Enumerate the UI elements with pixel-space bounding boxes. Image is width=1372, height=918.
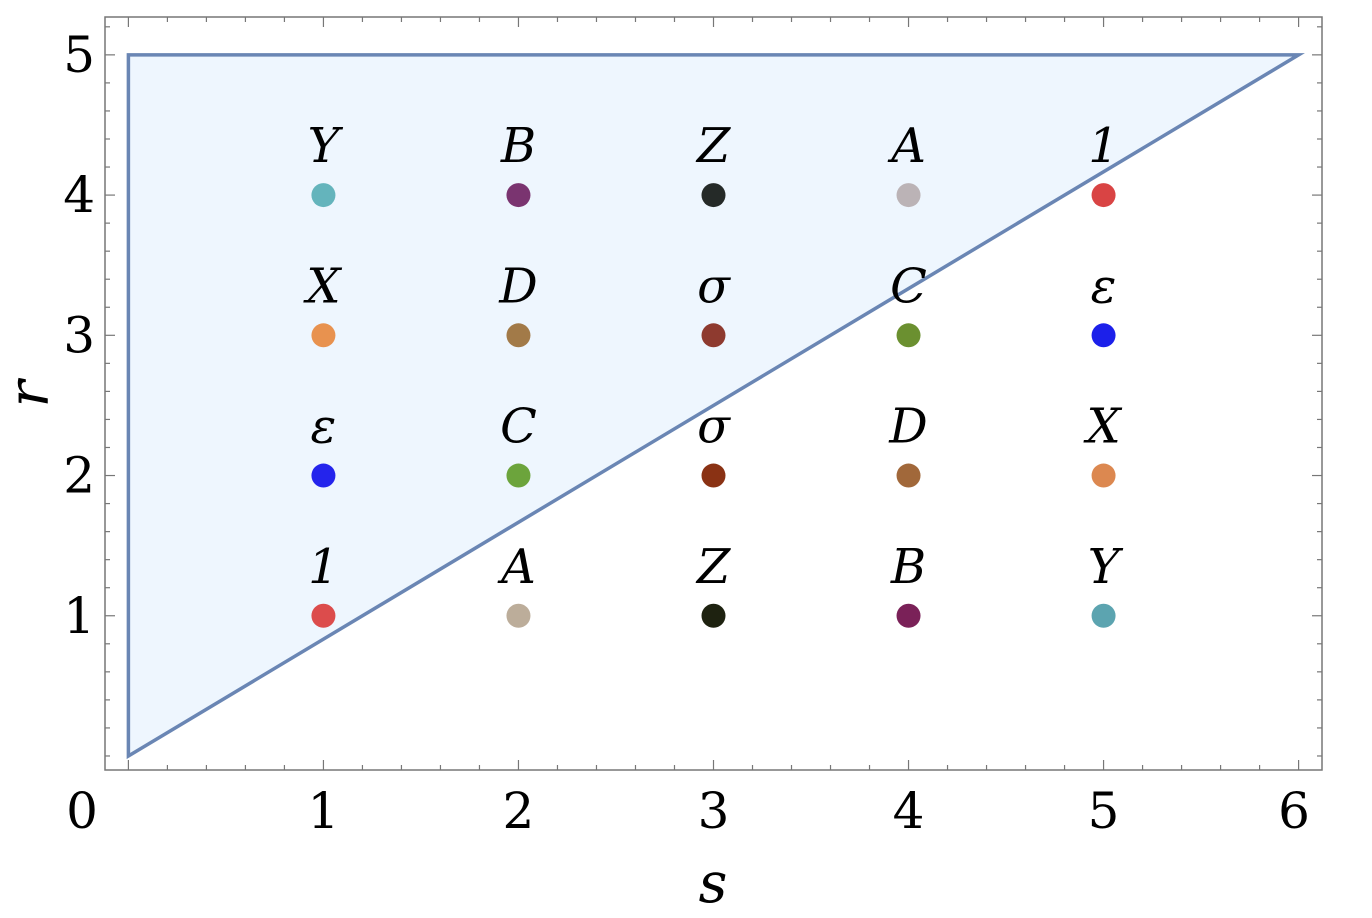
data-point (1091, 603, 1116, 628)
point-label: σ (697, 258, 731, 314)
data-point (311, 603, 336, 628)
x-tick-label: 6 (1278, 782, 1310, 840)
point-label: B (890, 539, 926, 595)
data-point (506, 183, 531, 208)
point-label: Z (695, 118, 732, 174)
tick-label-layer: 0 1 2 3 4 5 6 1 2 3 4 5 (63, 26, 1310, 840)
x-tick-label: 4 (893, 782, 925, 840)
data-point (1091, 183, 1116, 208)
point-label: 1 (308, 539, 339, 595)
x-axis-title: s (699, 851, 728, 916)
data-point (311, 463, 336, 488)
data-point (1091, 463, 1116, 488)
data-point (506, 463, 531, 488)
data-point (701, 463, 726, 488)
points-layer (311, 183, 1116, 628)
point-label: B (500, 118, 536, 174)
point-label: A (887, 118, 926, 174)
point-label: X (302, 258, 342, 314)
point-label: Y (1088, 539, 1124, 595)
y-tick-label: 3 (63, 306, 95, 364)
data-point (896, 463, 921, 488)
y-axis-title: r (0, 377, 62, 407)
data-point (311, 323, 336, 348)
data-point (701, 183, 726, 208)
point-label: σ (697, 399, 731, 455)
data-point (896, 603, 921, 628)
x-tick-label: 5 (1088, 782, 1120, 840)
point-label: D (888, 399, 927, 455)
point-label: 1 (1088, 118, 1119, 174)
data-point (701, 323, 726, 348)
y-tick-label: 4 (63, 166, 95, 224)
data-point (896, 183, 921, 208)
data-point (506, 323, 531, 348)
x-tick-label: 2 (503, 782, 535, 840)
point-label: D (498, 258, 537, 314)
data-point (506, 603, 531, 628)
data-point (1091, 323, 1116, 348)
region-layer (126, 53, 1305, 760)
point-label: X (1082, 399, 1122, 455)
data-point (311, 183, 336, 208)
x-tick-label: 3 (698, 782, 730, 840)
x-tick-label: 0 (66, 782, 98, 840)
x-tick-label: 1 (308, 782, 340, 840)
point-label: ε (311, 399, 337, 455)
tick-layer (105, 17, 1322, 770)
point-label: Z (695, 539, 732, 595)
point-label: Y (308, 118, 344, 174)
point-label: A (497, 539, 536, 595)
data-point (896, 323, 921, 348)
y-tick-label: 1 (63, 587, 95, 645)
point-label: ε (1091, 258, 1117, 314)
data-point (701, 603, 726, 628)
y-tick-label: 5 (63, 26, 95, 84)
y-tick-label: 2 (63, 447, 95, 505)
point-label: C (500, 399, 537, 455)
shaded-region (126, 53, 1305, 760)
point-label: C (890, 258, 927, 314)
